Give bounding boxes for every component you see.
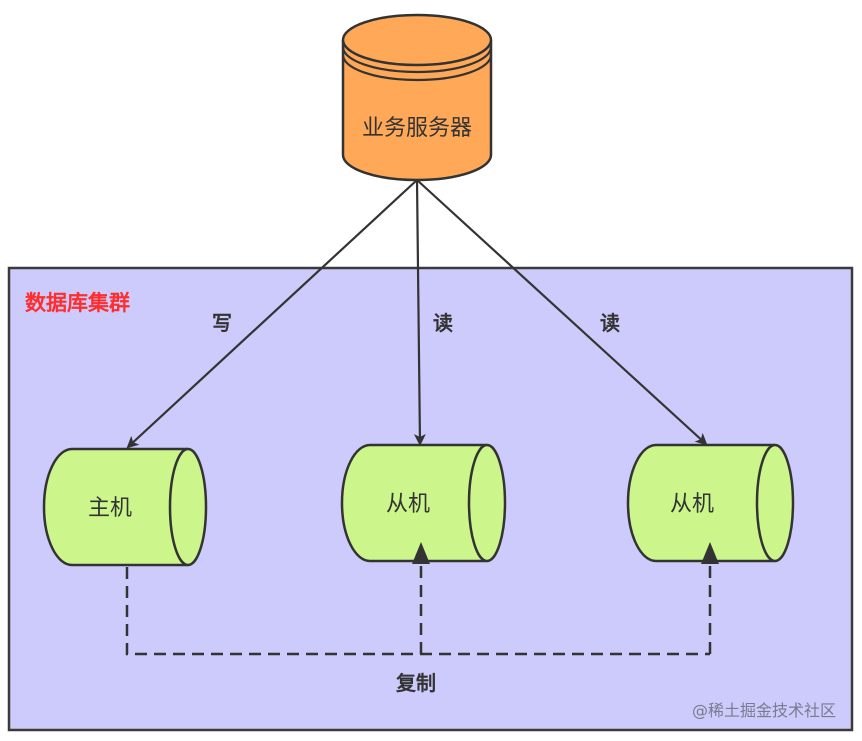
slave-node-2[interactable]: 从机 [626, 443, 795, 563]
write-label: 写 [212, 311, 232, 335]
read-label-1: 读 [433, 311, 453, 335]
master-end [168, 447, 208, 567]
replication-label: 复制 [395, 671, 436, 695]
slave2-end [755, 443, 795, 563]
watermark: @稀土掘金技术社区 [692, 701, 836, 720]
server-label: 业务服务器 [362, 116, 472, 141]
master-body [42, 447, 188, 567]
server-ring-2 [341, 54, 493, 82]
replication-line-base [125, 567, 710, 656]
read-label-2: 读 [600, 311, 620, 335]
master-label: 主机 [88, 496, 132, 521]
master-node[interactable]: 主机 [42, 447, 208, 567]
write-arrow [126, 179, 418, 449]
replication-edges: 复制 [125, 542, 719, 695]
slave2-body [626, 443, 775, 563]
server-top [341, 13, 493, 67]
cluster-label: 数据库集群 [25, 291, 130, 315]
server-body [341, 40, 493, 182]
slave2-label: 从机 [670, 492, 714, 517]
slave-node-1[interactable]: 从机 [340, 443, 507, 563]
slave1-label: 从机 [386, 492, 430, 517]
server-ring-1 [341, 46, 493, 74]
read-arrow-1 [413, 179, 426, 446]
request-edges: 写 读 读 [126, 179, 708, 449]
read-arrow-2 [416, 179, 708, 446]
business-server[interactable]: 业务服务器 [341, 13, 493, 182]
slave1-body [340, 443, 487, 563]
slave1-end [467, 443, 507, 563]
